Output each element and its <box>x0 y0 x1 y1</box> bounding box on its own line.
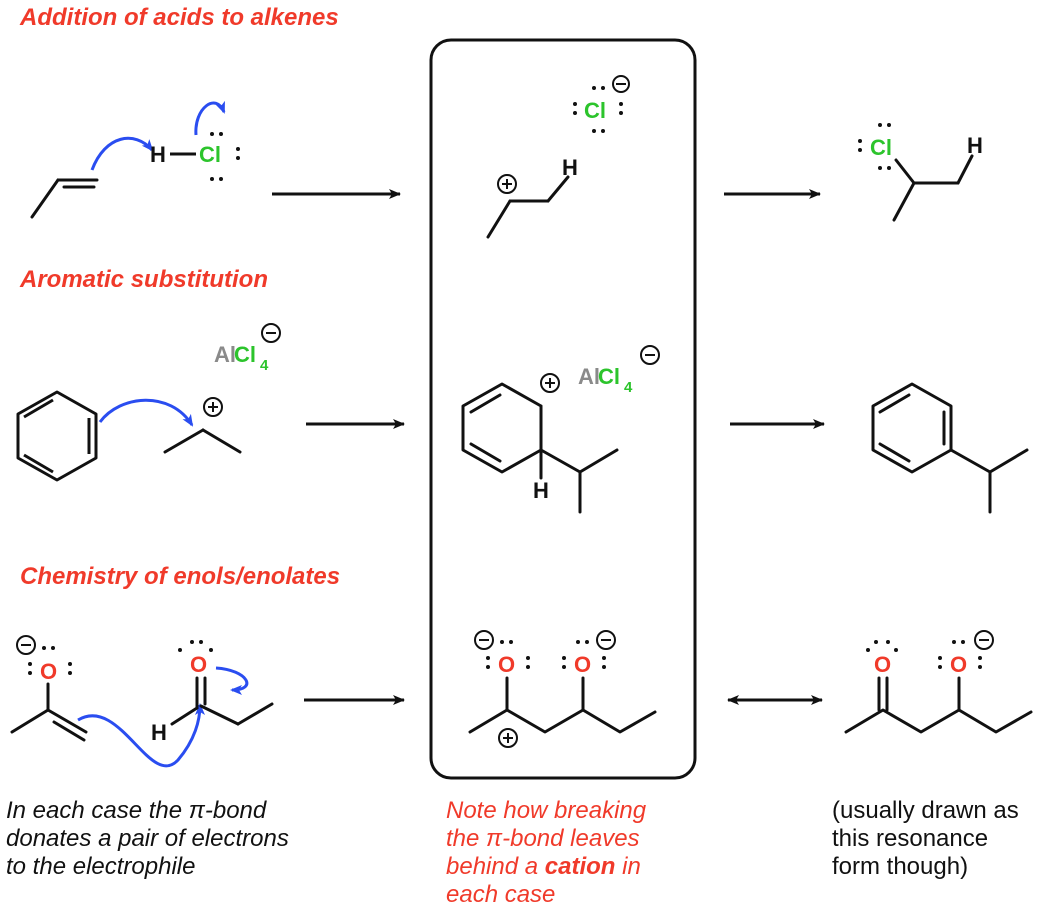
aldehyde-o-label: O <box>190 652 207 677</box>
arenium-h-label: H <box>533 478 549 503</box>
hcl-molecule: H Cl <box>150 132 240 181</box>
enolate-o-label: O <box>40 659 57 684</box>
intermediate-highlight-box <box>429 38 697 780</box>
chloride-cl-label: Cl <box>584 98 606 123</box>
caption-middle-line-3: behind a cation in <box>446 853 646 881</box>
heading-acid-alkene-addition: Addition of acids to alkenes <box>20 4 339 31</box>
caption-pi-bond-donates: In each case the π-bond donates a pair o… <box>6 797 289 881</box>
intermediate-o1-label: O <box>498 652 515 677</box>
intermediate-al-label: Al <box>578 364 600 389</box>
alcl4-anion-intermediate: Al Cl 4 <box>578 345 660 396</box>
caption-right-line-1: (usually drawn as <box>832 797 1019 824</box>
ketone-resonance-form: O O <box>844 630 1033 734</box>
caption-cation-note: Note how breaking the π-bond leaves behi… <box>446 797 646 909</box>
propene-molecule <box>30 178 99 219</box>
alcl4-anion-reagent: Al Cl 4 <box>214 323 281 374</box>
aldol-cation-intermediate: O O <box>468 630 657 748</box>
hcl-h-label: H <box>150 142 166 167</box>
aldehyde-molecule: O H <box>151 640 274 745</box>
cation-h-label: H <box>562 155 578 180</box>
benzene-molecule <box>16 390 98 482</box>
caption-right-line-2: this resonance <box>832 825 989 852</box>
propyl-carbocation: H <box>486 155 578 239</box>
aldehyde-h-label: H <box>151 720 167 745</box>
intermediate-o2-label: O <box>574 652 591 677</box>
curved-arrow-pi-to-cation <box>98 398 194 427</box>
product-cl-label: Cl <box>870 135 892 160</box>
chloride-ion: Cl <box>573 75 630 133</box>
hcl-cl-label: Cl <box>199 142 221 167</box>
curved-arrow-enol-attack <box>77 703 205 768</box>
caption-resonance-note: (usually drawn as this resonance form th… <box>832 797 1019 881</box>
caption-middle-cation-word: cation <box>544 853 616 880</box>
caption-left-line-2: donates a pair of electrons <box>6 825 289 852</box>
caption-middle-line-3-pre: behind a <box>446 853 545 880</box>
caption-right-line-3: form though) <box>832 853 969 880</box>
enolate-molecule: O <box>10 635 88 742</box>
cumene-product <box>871 382 1029 514</box>
resonance-o1-label: O <box>874 652 891 677</box>
chloropropane-product: Cl H <box>858 123 983 222</box>
resonance-o2-label: O <box>950 652 967 677</box>
caption-left-line-1: In each case the π-bond <box>6 797 267 824</box>
curved-arrow-hcl-to-cl <box>194 100 226 136</box>
caption-left-line-3: to the electrophile <box>6 853 196 880</box>
reagent-cl-label: Cl <box>234 342 256 367</box>
caption-middle-line-2: the π-bond leaves <box>446 825 640 852</box>
intermediate-cl-label: Cl <box>598 364 620 389</box>
intermediate-subscript-4: 4 <box>624 379 633 396</box>
product-h-label: H <box>967 133 983 158</box>
arenium-ion: H <box>461 373 619 514</box>
caption-middle-line-4: each case <box>446 881 556 908</box>
caption-middle-line-1: Note how breaking <box>446 797 647 824</box>
curved-arrow-co-to-o <box>215 666 249 695</box>
heading-enol-chemistry: Chemistry of enols/enolates <box>20 563 341 590</box>
reagent-al-label: Al <box>214 342 236 367</box>
caption-middle-line-3-post: in <box>615 853 641 880</box>
reagent-subscript-4: 4 <box>260 357 269 374</box>
curved-arrow-pi-to-h <box>90 136 154 171</box>
isopropyl-cation <box>163 397 242 454</box>
heading-aromatic-substitution: Aromatic substitution <box>20 266 269 293</box>
